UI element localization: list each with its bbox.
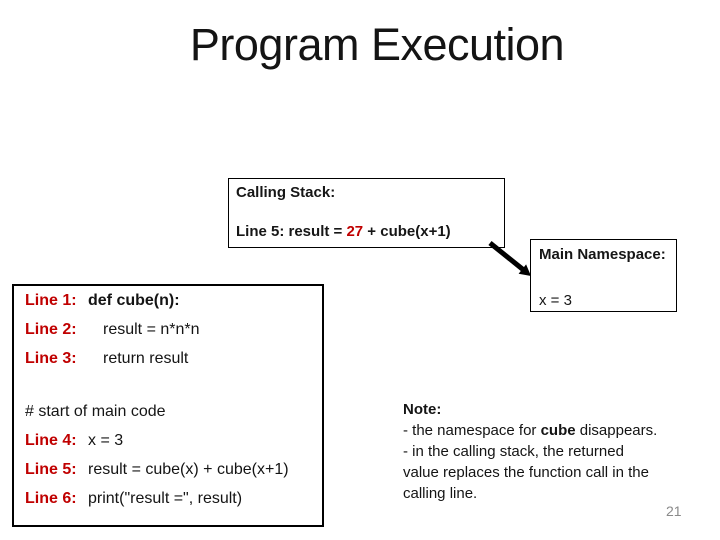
note-bold-text: cube	[540, 422, 576, 439]
code-row-line4: Line 4: x = 3	[25, 426, 322, 455]
note-text: calling line.	[403, 485, 478, 502]
code-row-line6: Line 6: print("result =", result)	[25, 484, 322, 513]
code-comment: # start of main code	[25, 403, 166, 420]
calling-stack-line: Line 5: result = 27 + cube(x+1)	[236, 222, 504, 242]
code-text: result = cube(x) + cube(x+1)	[88, 461, 289, 478]
main-namespace-header: Main Namespace:	[539, 246, 666, 263]
note-text: - in the calling stack, the returned	[403, 443, 624, 460]
code-text: return result	[103, 350, 189, 367]
calling-stack-header: Calling Stack:	[236, 184, 336, 201]
line-label: Line 1:	[25, 292, 77, 309]
returned-value: 27	[346, 223, 364, 240]
main-namespace-box: Main Namespace: x = 3	[530, 239, 677, 312]
code-text: print("result =", result)	[88, 490, 243, 507]
line-label: Line 5:	[25, 461, 77, 478]
calling-stack-line-prefix: Line 5: result =	[236, 223, 347, 240]
line-label: Line 2:	[25, 321, 77, 338]
code-text: result = n*n*n	[103, 321, 200, 338]
page-number: 21	[666, 503, 682, 519]
namespace-entry: x = 3	[539, 292, 572, 309]
page-title: Program Execution	[189, 19, 565, 70]
calling-stack-line-suffix: + cube(x+1)	[363, 223, 451, 240]
code-row-line3: Line 3: return result	[25, 344, 322, 373]
note-text: disappears.	[575, 422, 658, 439]
code-row-line2: Line 2: result = n*n*n	[25, 315, 322, 344]
code-box: Line 1: def cube(n): Line 2: result = n*n*…	[12, 284, 324, 527]
note-line: value replaces the function call in the	[403, 462, 695, 483]
code-row-line1: Line 1: def cube(n):	[25, 286, 322, 315]
code-text: x = 3	[88, 432, 124, 449]
code-text: def cube(n):	[88, 292, 180, 309]
calling-stack-box: Calling Stack: Line 5: result = 27 + cub…	[228, 178, 505, 248]
code-row-line5: Line 5: result = cube(x) + cube(x+1)	[25, 455, 322, 484]
line-label: Line 3:	[25, 350, 77, 367]
stack-to-namespace-arrow	[488, 241, 531, 276]
note-header: Note:	[403, 401, 442, 418]
note-line: - the namespace for cube disappears.	[403, 420, 695, 441]
note-line: calling line.	[403, 483, 695, 504]
note-text: - the namespace for	[403, 422, 541, 439]
line-label: Line 6:	[25, 490, 77, 507]
note-text: value replaces the function call in the	[403, 464, 649, 481]
line-label: Line 4:	[25, 432, 77, 449]
note-line: - in the calling stack, the returned	[403, 441, 695, 462]
note-block: Note: - the namespace for cube disappear…	[403, 399, 695, 504]
